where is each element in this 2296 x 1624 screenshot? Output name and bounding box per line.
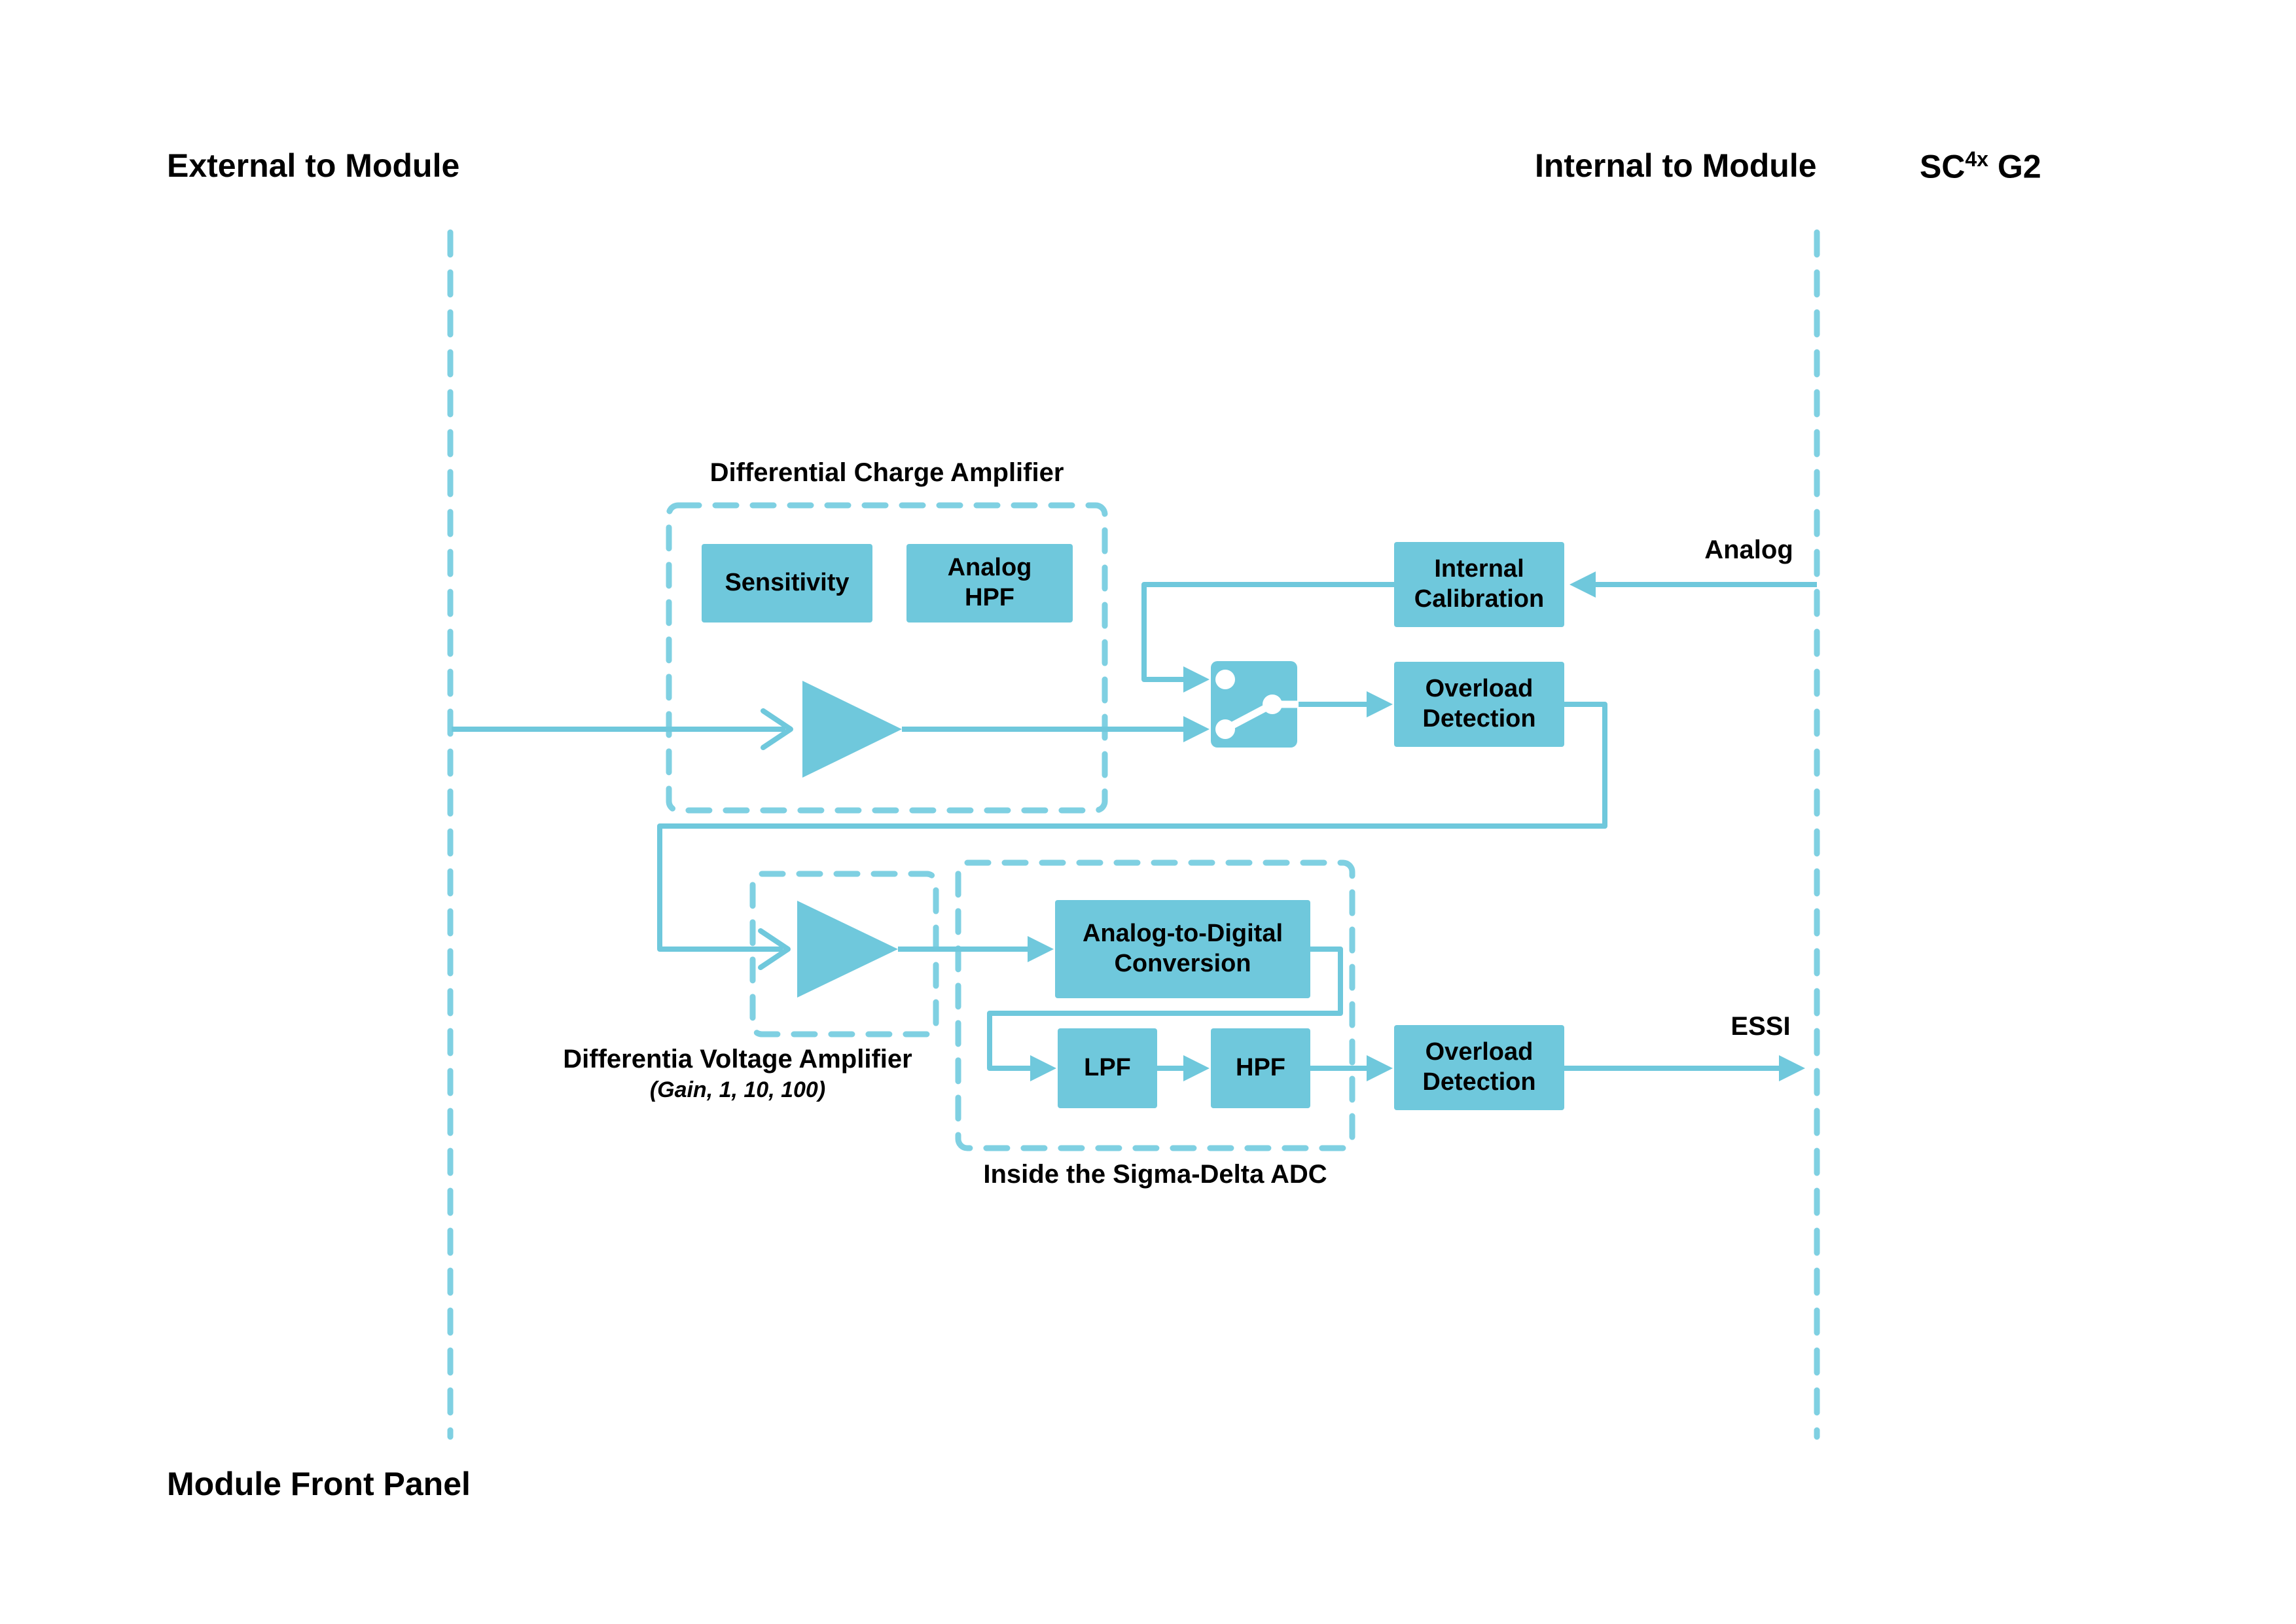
lpf-box: LPF [1058, 1028, 1157, 1108]
internal-to-module-label: Internal to Module [1535, 147, 1817, 184]
adc-input-arrowhead-icon [1028, 936, 1054, 962]
voltage-amplifier-label: Differentia Voltage Amplifier [563, 1045, 912, 1074]
input-selector-switch-icon [1211, 661, 1299, 748]
switch-input-arrowhead-icon [1183, 716, 1210, 742]
internal-calibration-box: Internal Calibration [1394, 542, 1564, 627]
product-name-label: SC4x G2 [1920, 147, 2041, 185]
charge-amplifier-dashed-box [666, 502, 1108, 814]
input-chevron-arrow-icon [761, 708, 793, 750]
hpf-box: HPF [1211, 1028, 1310, 1108]
external-to-module-label: External to Module [167, 147, 460, 184]
essi-arrowhead-icon [1779, 1055, 1805, 1081]
lpf-input-arrowhead-icon [1030, 1055, 1056, 1081]
product-rest: G2 [1988, 148, 2041, 185]
analog-hpf-box: Analog HPF [906, 544, 1073, 623]
analog-arrowhead-icon [1570, 571, 1596, 598]
voltage-amplifier-triangle-icon [797, 901, 898, 998]
essi-output-label: ESSI [1731, 1012, 1791, 1041]
charge-amplifier-triangle-icon [802, 681, 902, 778]
calibration-arrowhead-icon [1183, 666, 1210, 693]
overload-top-arrowhead-icon [1367, 691, 1393, 717]
module-front-panel-label: Module Front Panel [167, 1466, 471, 1502]
switch-common-port [1263, 695, 1282, 714]
switch-calibration-port [1215, 670, 1235, 689]
analog-input-label: Analog [1704, 535, 1793, 564]
overload-to-voltage-amp-wire [657, 702, 1607, 952]
product-superscript: 4x [1965, 147, 1989, 171]
sensitivity-box: Sensitivity [702, 544, 872, 623]
voltage-amp-chevron-arrow-icon [758, 928, 791, 970]
adc-conversion-box: Analog-to-Digital Conversion [1055, 900, 1310, 998]
overload-detection-top-box: Overload Detection [1394, 662, 1564, 747]
sigma-delta-adc-dashed-box [955, 859, 1355, 1151]
calibration-feed-wire [1141, 582, 1394, 682]
voltage-amplifier-dashed-box [749, 871, 939, 1038]
voltage-amplifier-gain-label: (Gain, 1, 10, 100) [649, 1077, 826, 1102]
overload-bottom-arrowhead-icon [1367, 1055, 1393, 1081]
adc-to-lpf-wire [987, 947, 1343, 1071]
switch-signal-port [1215, 719, 1235, 739]
hpf-input-arrowhead-icon [1183, 1055, 1210, 1081]
overload-detection-bottom-box: Overload Detection [1394, 1025, 1564, 1110]
charge-amplifier-title: Differential Charge Amplifier [709, 458, 1064, 487]
product-base: SC [1920, 148, 1965, 185]
sigma-delta-adc-caption: Inside the Sigma-Delta ADC [983, 1160, 1327, 1189]
